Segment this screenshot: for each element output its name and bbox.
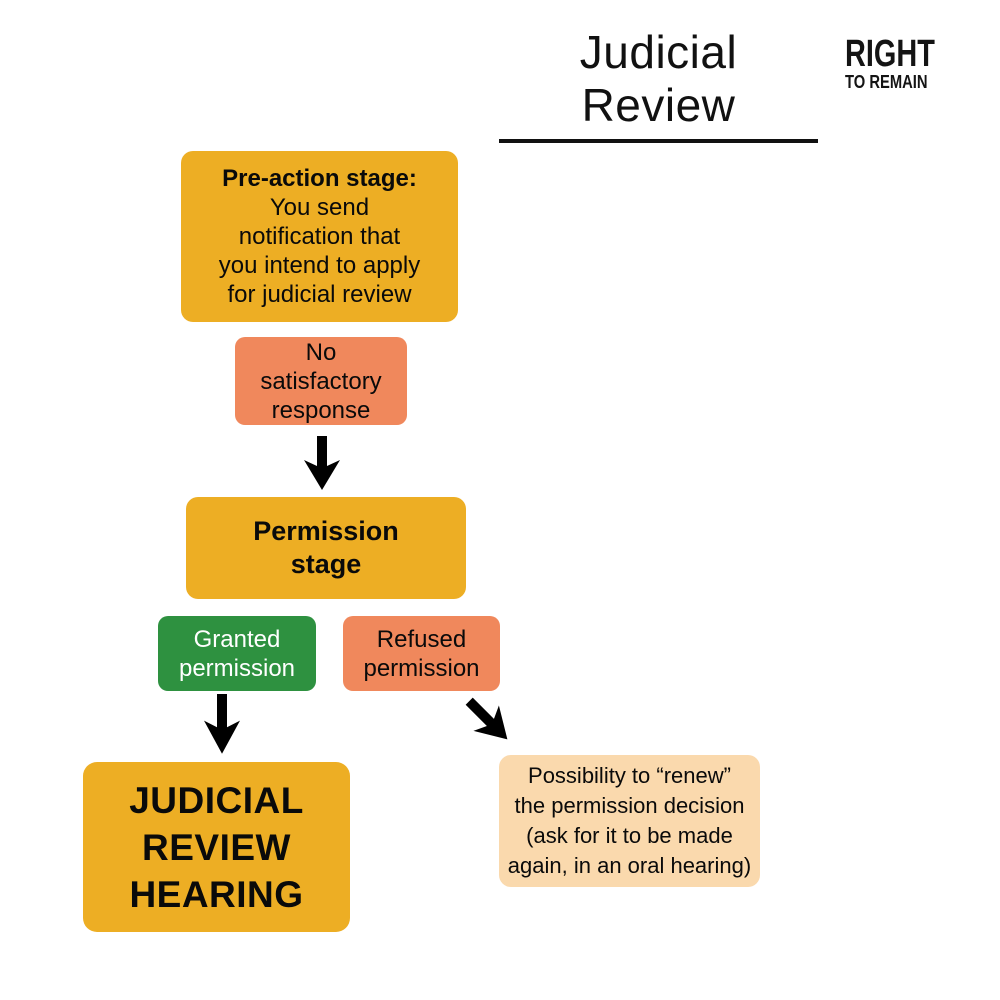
arrow-down-right-icon	[465, 697, 508, 740]
arrow-down-icon	[304, 436, 340, 490]
node-pre-action-stage: Pre-action stage: You send notification …	[181, 151, 458, 322]
node-refused-permission: Refused permission	[343, 616, 500, 691]
right-to-remain-logo: RIGHT TO REMAIN	[845, 33, 935, 93]
node-renew-possibility: Possibility to “renew” the permission de…	[499, 755, 760, 887]
node-granted-permission: Granted permission	[158, 616, 316, 691]
node-permission-stage: Permission stage	[186, 497, 466, 599]
node-judicial-review-hearing: JUDICIAL REVIEW HEARING	[83, 762, 350, 932]
logo-line-2: TO REMAIN	[845, 72, 928, 93]
node-pre-action-heading: Pre-action stage:	[222, 165, 417, 192]
page-title: Judicial Review	[499, 26, 818, 143]
arrow-down-icon	[204, 694, 240, 754]
node-pre-action-body: You send notification that you intend to…	[218, 194, 421, 308]
node-no-satisfactory-response: No satisfactory response	[235, 337, 407, 425]
logo-line-1: RIGHT	[845, 33, 935, 75]
